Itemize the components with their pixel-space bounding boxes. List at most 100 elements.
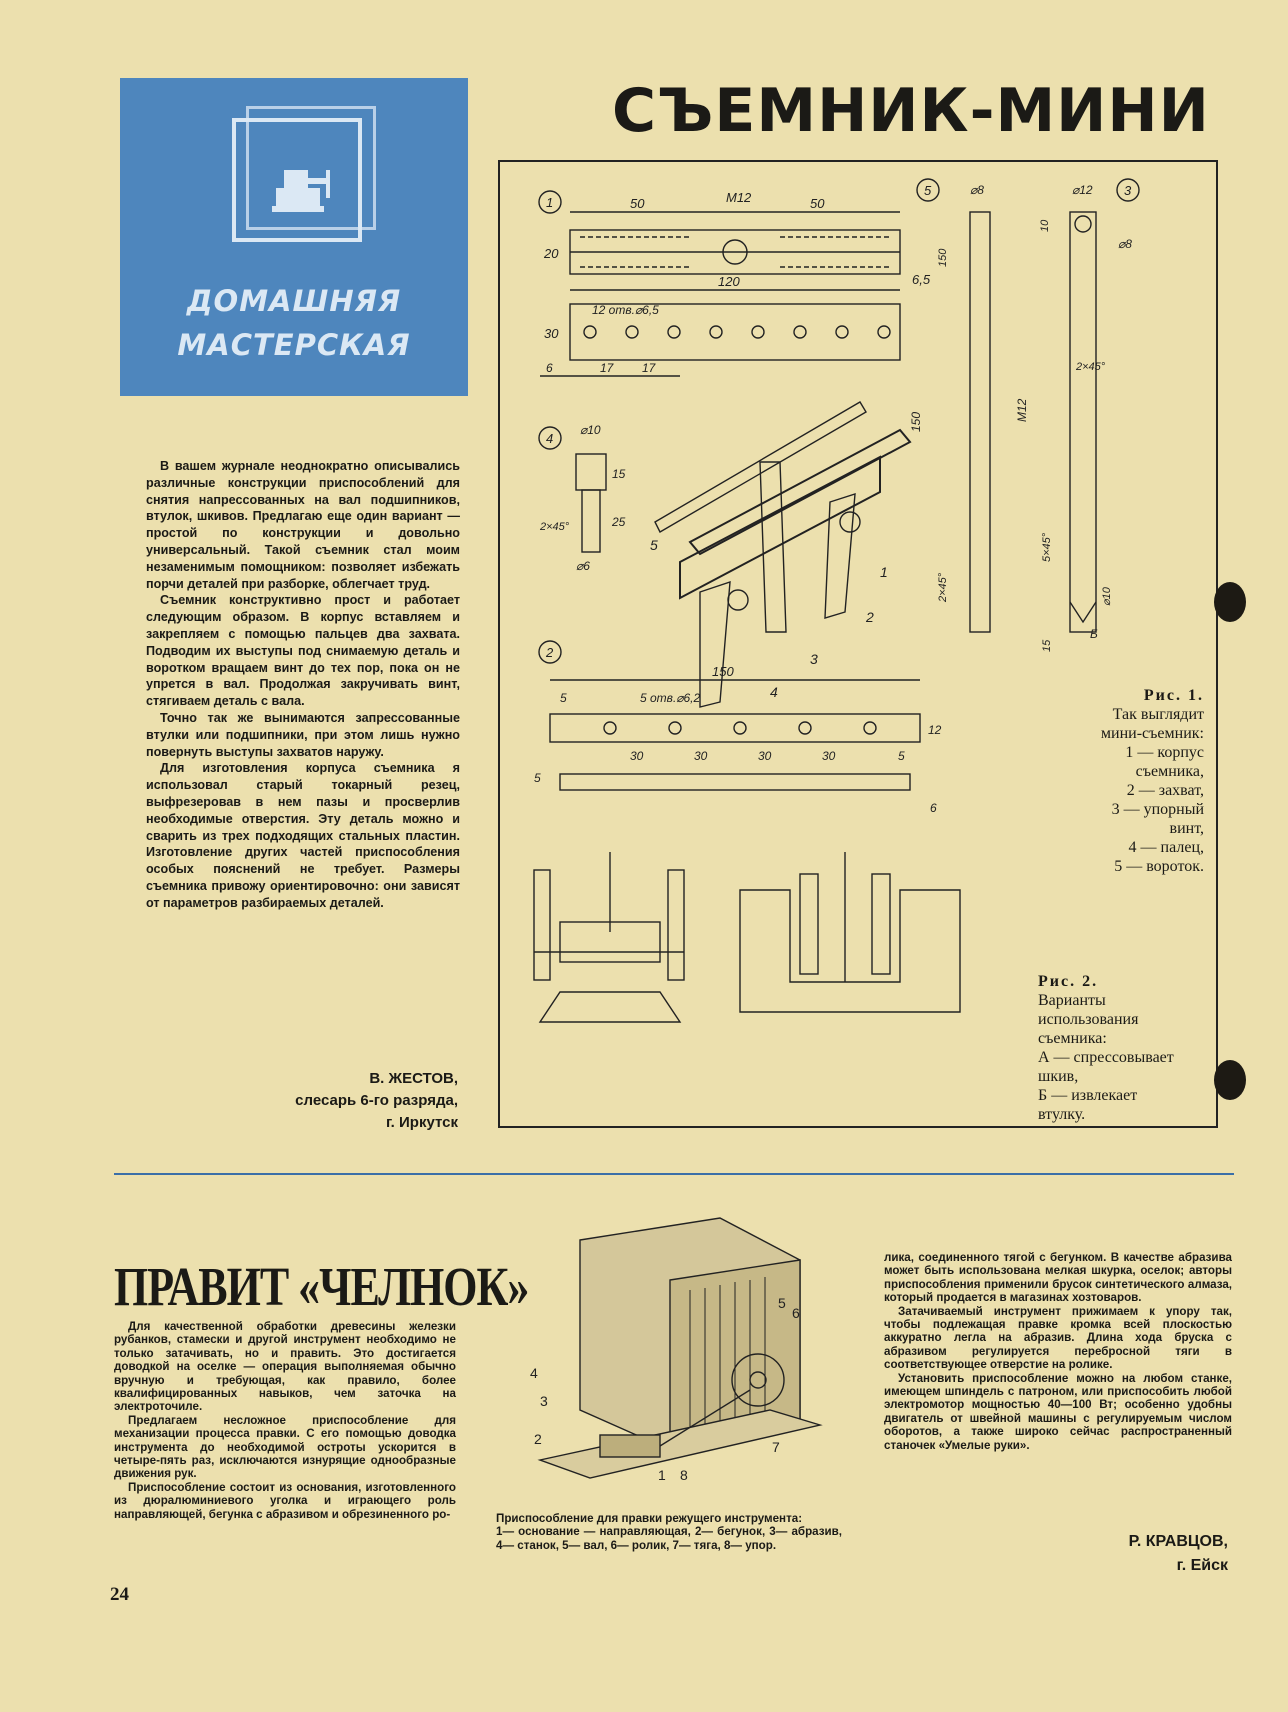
claw-side-view	[559, 773, 911, 791]
dimension-label: 15	[612, 467, 626, 481]
article-body: В вашем журнале неоднократно описывались…	[146, 458, 460, 912]
caption-line: шкив,	[1038, 1068, 1079, 1085]
article-title: СЪЕМНИК-МИНИ	[612, 76, 1210, 146]
dimension-label: ⌀12	[1072, 183, 1093, 197]
thrust-screw	[1069, 211, 1097, 633]
leader-label: 3	[810, 651, 818, 667]
dimension-label: 50	[630, 196, 645, 211]
author-city: г. Иркутск	[385, 1114, 458, 1131]
figure-2-caption: Рис. 2. Варианты использования съемника:…	[1038, 972, 1208, 1124]
dimension-label: 6	[546, 361, 553, 375]
dimension-label: 5	[534, 771, 541, 785]
article-2-signature: Р. КРАВЦОВ, г. Ейск	[1000, 1530, 1228, 1578]
puller-isometric-illustration	[654, 401, 912, 708]
section-divider	[114, 1173, 1234, 1175]
dimension-label: ⌀8	[1118, 237, 1132, 251]
paragraph: Точно так же вынимаются запрессованные в…	[146, 710, 460, 759]
dimension-label: 17	[642, 361, 657, 375]
paragraph: лика, соединенного тягой с бегунком. В к…	[884, 1251, 1232, 1305]
pin-head	[575, 453, 607, 491]
article-2-column-1: Для качественной обработки древесины жел…	[114, 1320, 456, 1521]
dimension-label: 5	[560, 691, 567, 705]
screw-hole	[722, 239, 748, 265]
dimension-label: ⌀10	[1101, 586, 1113, 606]
body-plan-view	[569, 303, 901, 361]
claw-hole-row	[603, 721, 877, 735]
article-2-column-3: лика, соединенного тягой с бегунком. В к…	[884, 1251, 1232, 1452]
dimension-label: 25	[611, 515, 626, 529]
paragraph: В вашем журнале неоднократно описывались…	[146, 459, 460, 591]
dimension-label: 30	[544, 326, 559, 341]
badge-line-2: МАСТЕРСКАЯ	[177, 328, 411, 362]
caption-line: мини-съемник:	[1100, 725, 1204, 742]
dimension-label: 30	[822, 749, 836, 763]
dimension-label: 17	[600, 361, 615, 375]
part-number-label: 5	[924, 183, 932, 198]
dimension-label: 5×45°	[1041, 532, 1053, 562]
dimension-label: 6	[930, 801, 937, 815]
dimension-label: 5	[898, 749, 905, 763]
section-badge: ДОМАШНЯЯ МАСТЕРСКАЯ	[120, 78, 468, 396]
caption-line: съемника,	[1135, 763, 1204, 780]
dimension-label: ⌀8	[970, 183, 984, 197]
dimension-label: 6,5	[912, 272, 931, 287]
caption-line: 4 — палец,	[1128, 839, 1204, 856]
figure-label: 4	[530, 1365, 538, 1381]
paragraph: Установить приспособление можно на любом…	[884, 1371, 1232, 1452]
figure-label: 3	[540, 1393, 548, 1409]
caption-line: Так выглядит	[1112, 706, 1204, 723]
part-number-label: 2	[545, 645, 554, 660]
punch-hole	[1214, 582, 1246, 622]
dimension-label: 30	[630, 749, 644, 763]
page-number: 24	[110, 1584, 129, 1605]
dimension-label: 20	[543, 246, 559, 261]
badge-line-1: ДОМАШНЯЯ	[186, 284, 402, 318]
dimension-label: 30	[694, 749, 708, 763]
paragraph: Для качественной обработки древесины жел…	[114, 1320, 456, 1414]
caption-line: съемника:	[1038, 1030, 1107, 1047]
part-number-label: 1	[546, 195, 553, 210]
author-signature: В. ЖЕСТОВ, слесарь 6-го разряда, г. Ирку…	[200, 1068, 458, 1134]
author-name: В. ЖЕСТОВ,	[369, 1070, 458, 1087]
sharpening-device-illustration: 5 6 7 4 3 2 1 8	[530, 1217, 823, 1483]
technical-drawing-frame: 1 50 М12 50 20 120 6,5 12 отв.⌀6,5 30 6 …	[498, 160, 1218, 1128]
paragraph: Предлагаем несложное приспособление для …	[114, 1413, 456, 1481]
dimension-label: 2×45°	[1075, 361, 1106, 373]
vise-icon	[272, 170, 330, 212]
technical-drawing: 1 50 М12 50 20 120 6,5 12 отв.⌀6,5 30 6 …	[533, 178, 1140, 1023]
caption-line: 2 — захват,	[1126, 782, 1204, 799]
part-number-circle	[538, 190, 562, 214]
caption-line: А — спрессовывает	[1038, 1049, 1174, 1066]
caption-line: Рис. 2.	[1038, 973, 1099, 990]
dimension-label: М12	[1015, 398, 1029, 422]
paragraph: Затачиваемый инструмент прижимаем к упор…	[884, 1304, 1232, 1372]
figure-caption-title: Приспособление для правки режущего инстр…	[496, 1512, 803, 1525]
leader-label: 2	[865, 609, 874, 625]
pin-shaft	[581, 489, 601, 553]
dimension-label: 150	[712, 664, 734, 679]
dimension-label: Б	[1090, 627, 1098, 641]
author-role: слесарь 6-го разряда,	[295, 1092, 458, 1109]
paragraph: Съемник конструктивно прост и работает с…	[146, 593, 460, 709]
article-2-title: ПРАВИТ «ЧЕЛНОК»	[114, 1256, 529, 1318]
figure-label: 2	[534, 1431, 542, 1447]
dimension-label: 2×45°	[937, 572, 949, 603]
dimension-label: 5 отв.⌀6,2	[640, 691, 701, 705]
caption-line: 1 — корпус	[1125, 744, 1204, 761]
dimension-label: 12	[928, 723, 942, 737]
caption-line: Б — извлекает	[1038, 1087, 1138, 1104]
leader-label: 5	[650, 537, 658, 553]
dimension-label: М12	[726, 190, 752, 205]
dimension-label: 15	[1041, 639, 1053, 652]
dimension-label: 10	[1039, 219, 1051, 232]
handle-rod	[969, 211, 991, 633]
figure-caption-legend: 1— основание — направляющая, 2— бегунок,…	[496, 1525, 842, 1552]
figure-label: 7	[772, 1439, 780, 1455]
punch-hole	[1214, 1060, 1246, 1100]
figure-label: 5	[778, 1295, 786, 1311]
caption-line: втулку.	[1038, 1106, 1086, 1123]
caption-line: 3 — упорный	[1111, 801, 1204, 818]
figure-1-caption: Рис. 1. Так выглядит мини-съемник: 1 — к…	[1054, 686, 1204, 876]
dimension-label: 30	[758, 749, 772, 763]
dimension-label: 150	[937, 248, 949, 267]
